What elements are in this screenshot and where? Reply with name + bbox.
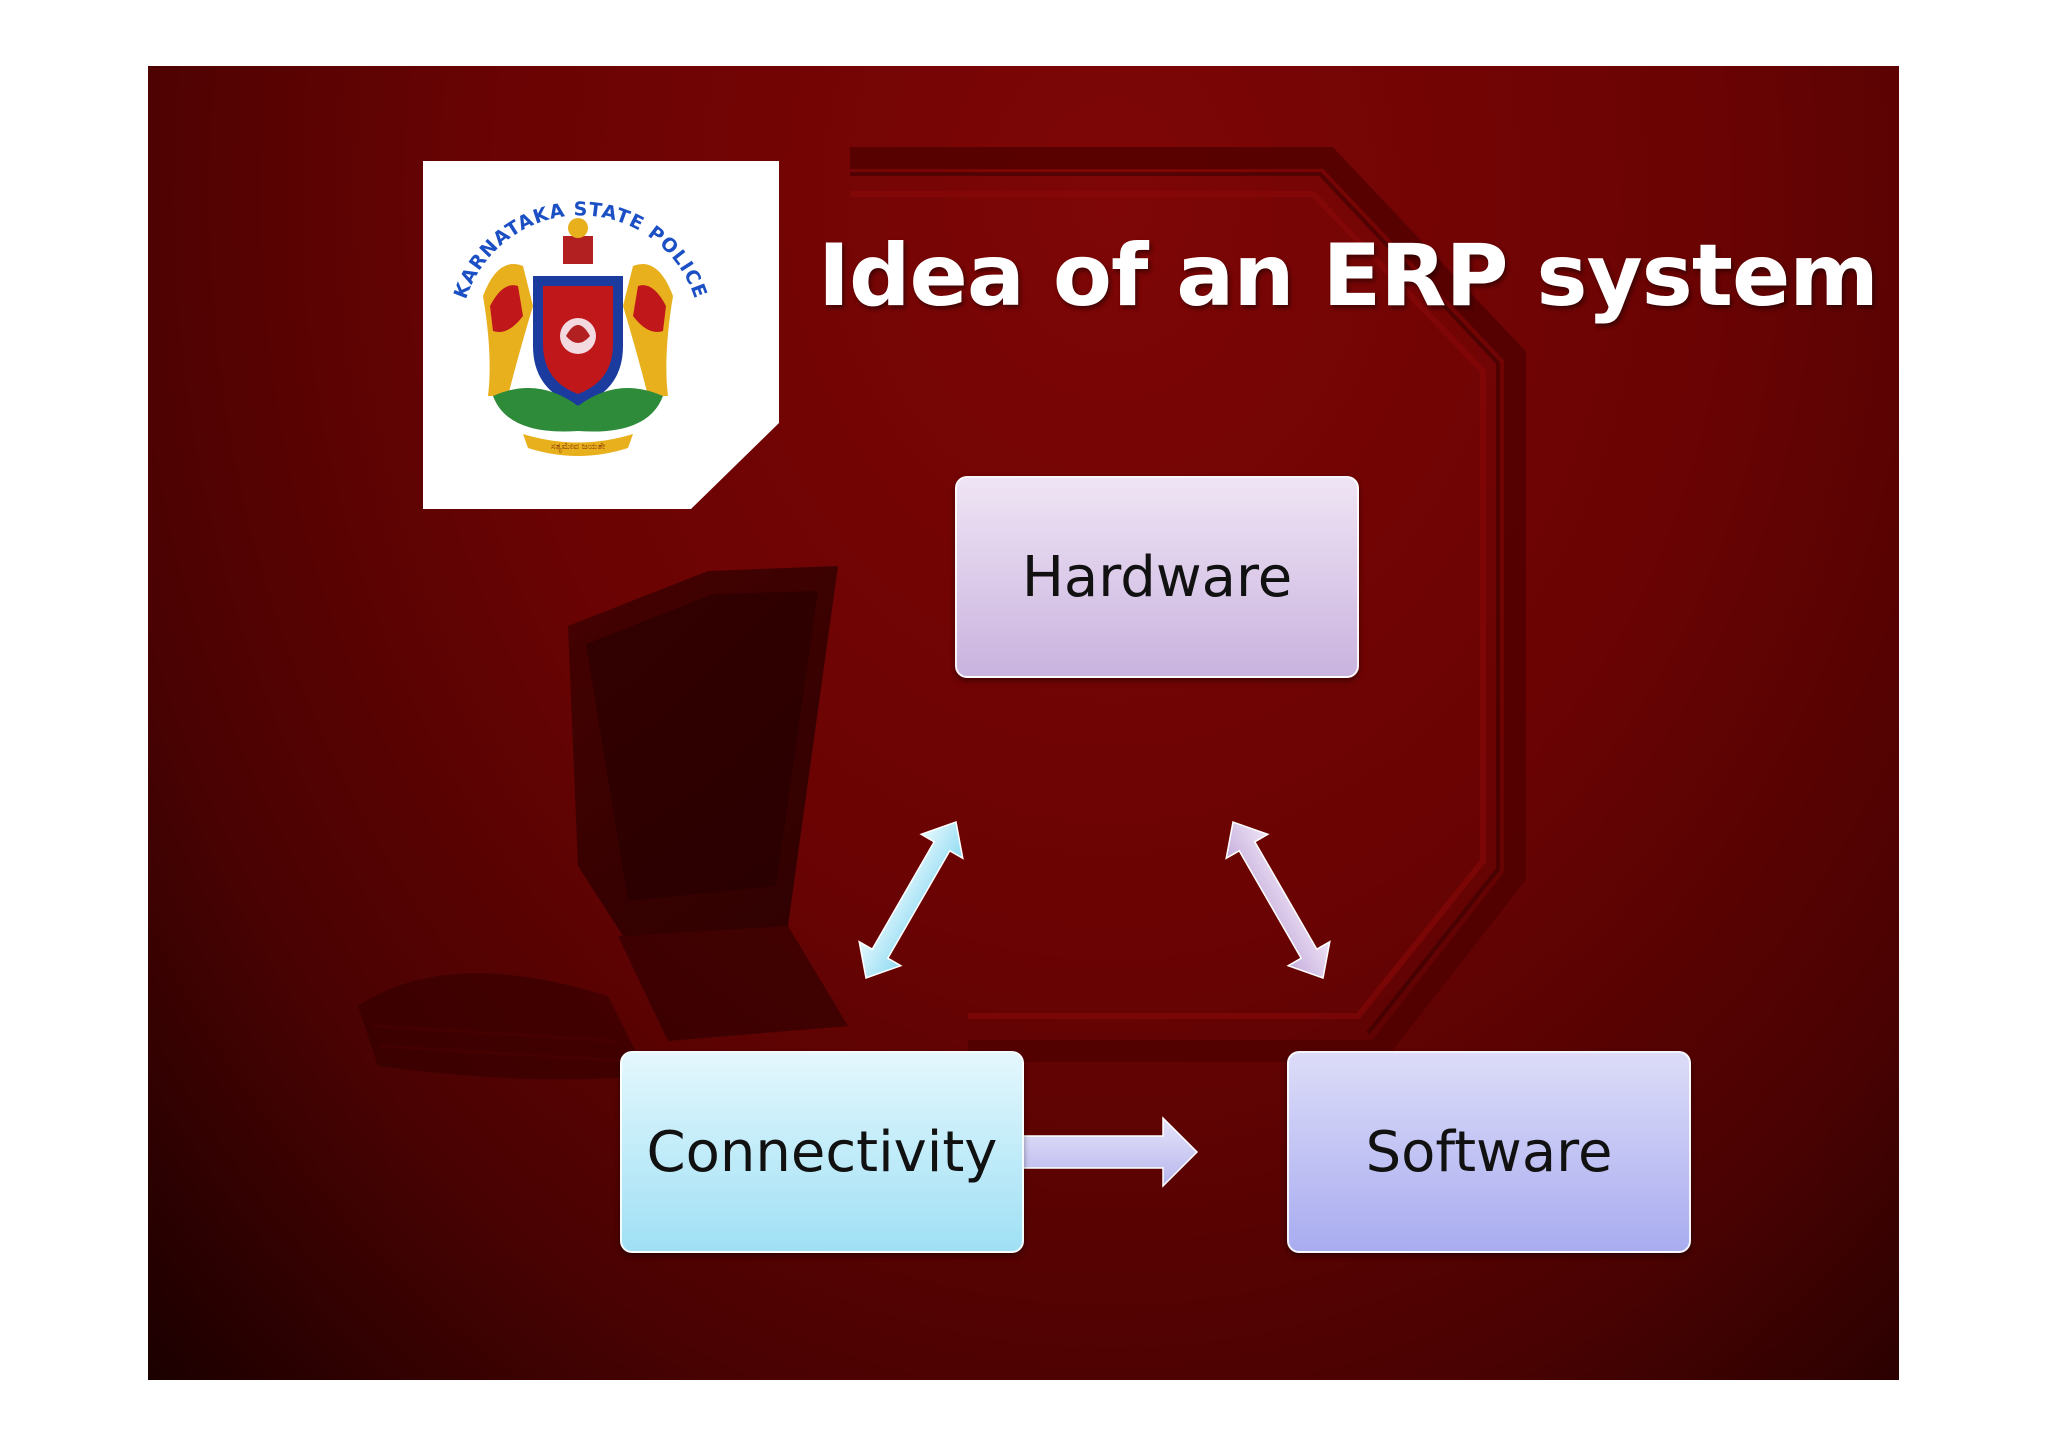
arrow-hardware-software — [1225, 821, 1331, 979]
node-software: Software — [1287, 1051, 1691, 1253]
slide-title: Idea of an ERP system — [818, 226, 1879, 326]
node-connectivity: Connectivity — [620, 1051, 1024, 1253]
police-emblem-logo: KARNATAKA STATE POLICE ಸತ್ಯಮೇವ ಜಯತೇ — [423, 161, 779, 509]
arrow-hardware-connectivity — [858, 821, 964, 979]
logo-motto: ಸತ್ಯಮೇವ ಜಯತೇ — [551, 442, 606, 453]
slide: KARNATAKA STATE POLICE ಸತ್ಯಮೇವ ಜಯತೇ Idea… — [148, 66, 1899, 1380]
node-hardware: Hardware — [955, 476, 1359, 678]
